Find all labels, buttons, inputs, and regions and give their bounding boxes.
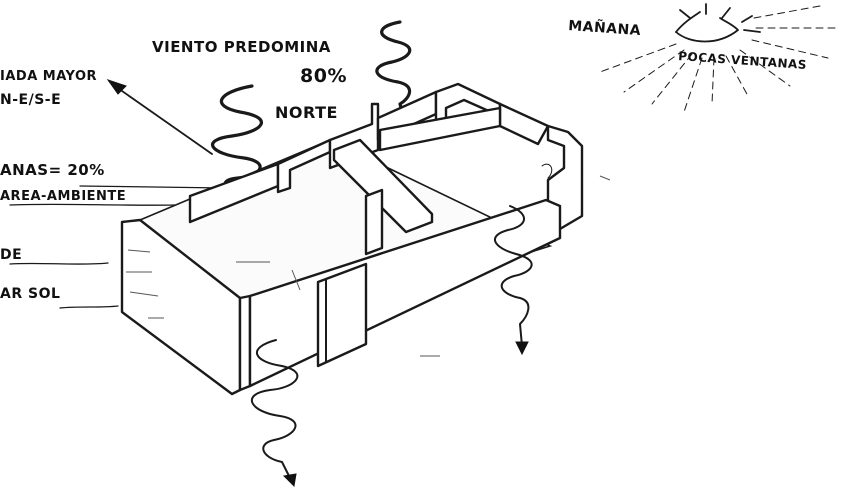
left-leader-lines xyxy=(9,185,226,309)
orientation-arrow xyxy=(106,79,213,155)
wall-front-left xyxy=(120,218,252,396)
windows-ratio-label-2: AREA-AMBIENTE xyxy=(0,189,126,204)
sun-leader xyxy=(541,163,553,179)
windows-ratio-label-1: ANAS= 20% xyxy=(0,161,105,179)
heat-arrow-right xyxy=(494,205,533,356)
partial-sun-label: AR SOL xyxy=(0,286,60,302)
wind-percent-label: 80% xyxy=(300,65,347,87)
front-door xyxy=(316,262,368,368)
greater-dimension-label-2: N-E/S-E xyxy=(0,92,61,108)
morning-label: MAÑANA xyxy=(568,17,642,39)
wall-back-right xyxy=(378,106,502,152)
wind-title-label: VIENTO PREDOMINA xyxy=(152,38,331,56)
wall-divider xyxy=(332,138,434,256)
heat-arrow-left xyxy=(250,339,299,488)
sun-icon xyxy=(675,3,761,43)
partial-de-label: DE xyxy=(0,247,22,263)
greater-dimension-label-1: IADA MAYOR xyxy=(0,69,97,84)
wind-direction-label: NORTE xyxy=(275,103,338,122)
shade-lines xyxy=(126,175,611,357)
sun-rays xyxy=(599,5,837,113)
